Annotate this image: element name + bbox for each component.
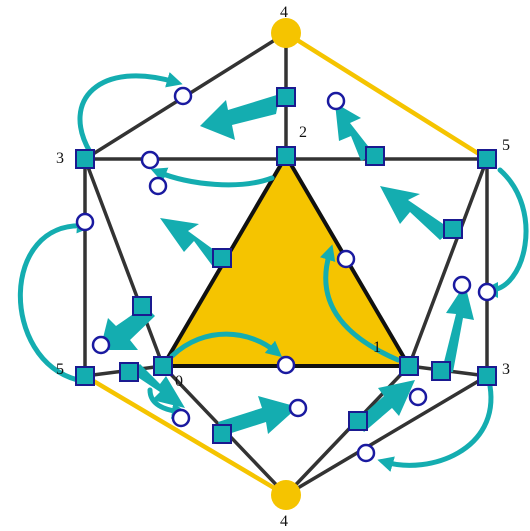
fat-arrow — [380, 186, 452, 240]
square-node — [276, 87, 296, 107]
circle-node — [276, 355, 296, 375]
vertex-label-lower-left: 5 — [56, 361, 64, 378]
center-triangle — [161, 154, 411, 368]
vertex-label-upper-right: 5 — [502, 137, 510, 154]
circle-node — [452, 275, 472, 295]
square-node — [75, 366, 95, 386]
square-node — [365, 146, 385, 166]
fat-arrow — [100, 306, 155, 350]
vertex-label-top: 4 — [280, 4, 288, 21]
curved-arrows — [17, 72, 529, 472]
curved-arrow — [319, 244, 401, 363]
circle-node — [91, 335, 111, 355]
square-node — [132, 296, 152, 316]
fat-arrow — [441, 284, 474, 374]
vertex-label-inner-right: 1 — [373, 339, 381, 356]
vertex-dot-top — [271, 18, 301, 48]
highlight-edge-bottom-left — [82, 373, 289, 498]
curved-arrow — [150, 167, 275, 188]
curved-arrow — [482, 167, 529, 298]
vertex-dot-bottom — [271, 480, 301, 510]
vertex-label-bottom: 4 — [280, 513, 288, 530]
vertex-label-inner-top: 2 — [299, 124, 307, 141]
fat-arrow — [218, 396, 298, 436]
square-node — [443, 219, 463, 239]
circle-nodes — [75, 86, 497, 463]
square-node — [119, 362, 139, 382]
circle-node — [477, 282, 497, 302]
square-nodes — [75, 87, 497, 444]
circle-node — [326, 91, 346, 111]
circle-node — [75, 212, 95, 232]
curved-arrow — [77, 72, 183, 155]
circle-node — [288, 398, 308, 418]
circle-node — [336, 249, 356, 269]
fat-arrow — [356, 380, 415, 432]
square-node — [431, 361, 451, 381]
curved-arrow — [169, 331, 283, 359]
circle-node — [356, 443, 376, 463]
square-node — [477, 366, 497, 386]
vertex-label-upper-left: 3 — [56, 150, 64, 167]
vertex-label-inner-left: 0 — [175, 373, 183, 390]
curved-arrow — [17, 217, 93, 383]
vertex-label-lower-right: 3 — [502, 361, 510, 378]
circle-node — [171, 408, 191, 428]
highlight-edge-top-right — [283, 30, 490, 162]
curved-arrow — [377, 383, 494, 472]
fat-arrow — [130, 364, 185, 408]
square-node — [348, 411, 368, 431]
circle-node — [408, 387, 428, 407]
circle-node — [148, 176, 168, 196]
square-node — [477, 149, 497, 169]
circle-node — [140, 150, 160, 170]
circle-node — [173, 86, 193, 106]
square-node — [75, 149, 95, 169]
square-node — [399, 356, 419, 376]
fat-arrow — [200, 94, 280, 140]
square-node — [153, 356, 173, 376]
fat-arrow — [160, 218, 225, 268]
square-node — [212, 424, 232, 444]
square-node — [212, 248, 232, 268]
square-node — [276, 146, 296, 166]
